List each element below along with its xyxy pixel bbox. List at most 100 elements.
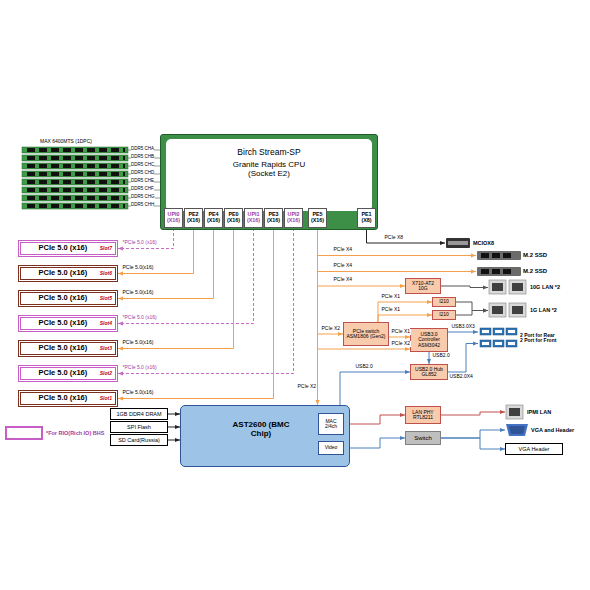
node-text: M.2 SSD xyxy=(523,252,547,259)
dimm-chips xyxy=(25,179,125,185)
rj45-body xyxy=(509,280,526,294)
dimm-module xyxy=(22,163,128,169)
dimm-chips xyxy=(25,155,125,161)
dimm-module xyxy=(22,195,128,201)
node-text: PCIe 5.0 (x16) xyxy=(29,244,97,252)
connector xyxy=(441,430,505,438)
ssd-chip xyxy=(492,253,500,258)
connector-pins xyxy=(448,241,468,245)
rj45-socket xyxy=(512,306,523,314)
signal-label: DDR5 CHH xyxy=(131,203,154,208)
connector xyxy=(118,228,174,249)
connector xyxy=(317,228,318,405)
usb-tongue xyxy=(495,330,502,333)
dimm-module xyxy=(22,155,128,161)
text-block: AST2600 (BMC Chip) xyxy=(221,421,301,439)
connector xyxy=(389,337,410,338)
switch-box: Switch xyxy=(405,431,441,445)
ssd-chip xyxy=(503,269,511,274)
node-text: AST2600 (BMC Chip) xyxy=(230,421,292,439)
edge-label: PCIe X1 xyxy=(381,307,401,313)
node-text: IPMI LAN xyxy=(527,409,551,415)
usb-port xyxy=(506,328,517,335)
vga-icon xyxy=(506,424,528,436)
edge-label: PCIe 5.0(x16) xyxy=(122,340,154,346)
node-text: Slot5 xyxy=(100,296,112,302)
connector-node: M.2 SSD xyxy=(476,266,547,277)
m2-ssd-icons xyxy=(477,251,521,276)
node-text: Slot3 xyxy=(100,346,112,352)
node-text: Granite Rapids CPU (Socket E2) xyxy=(221,161,317,179)
vga-face xyxy=(509,426,525,434)
edge-label: PCIe X1 xyxy=(381,294,401,300)
port-box: UPI1 (X16) xyxy=(244,208,263,228)
port-box: PE1 (X8) xyxy=(357,208,376,228)
dimm-module xyxy=(22,203,128,209)
node-text: 10G LAN *2 xyxy=(530,284,560,290)
usb-tongue xyxy=(482,330,489,333)
usb-tongue xyxy=(495,342,502,345)
chip-box: USB2.0 Hub GL852 xyxy=(410,364,448,380)
node-text: Slot4 xyxy=(100,321,112,327)
edge-label: PCIe X2 xyxy=(391,341,411,347)
node-text: UPI1 (X16) xyxy=(245,212,262,224)
edge-label: USB2.0X4 xyxy=(449,374,473,380)
rj45-body xyxy=(509,303,526,317)
dimm-chips xyxy=(25,195,125,201)
rj45-body xyxy=(489,303,506,317)
rj45-body xyxy=(506,405,523,419)
node-text: 2 Port for Front xyxy=(520,338,556,344)
usb-tongue xyxy=(508,342,515,345)
vga-shell xyxy=(506,424,528,436)
connector-node: 1G LAN *2 xyxy=(488,302,557,319)
signal-label: DDR5 CHF xyxy=(131,187,154,192)
signal-label: DDR5 CHD xyxy=(131,171,154,176)
node-text: Slot6 xyxy=(100,271,112,277)
rj45-body xyxy=(489,280,506,294)
dimm-module xyxy=(22,171,128,177)
node-text: PE1 (X8) xyxy=(358,212,375,224)
connector xyxy=(318,228,477,272)
connector xyxy=(378,315,432,322)
usb-port xyxy=(480,340,491,347)
node-text: M.2 SSD xyxy=(523,268,547,275)
memory-box: VGA Header xyxy=(505,443,563,455)
ddr-wires xyxy=(128,150,160,206)
port-box: PE3 (X16) xyxy=(264,208,283,228)
connector xyxy=(168,427,180,428)
node-text: PCIe 5.0 (x16) xyxy=(29,319,97,327)
port-box: UPI0 (X16) xyxy=(164,208,183,228)
node-text: PCIe 5.0 (x16) xyxy=(29,294,97,302)
dimm-module xyxy=(22,187,128,193)
node-text: Switch xyxy=(406,435,440,442)
rj45-socket xyxy=(512,283,523,291)
pcie-slot: PCIe 5.0 (x16)Slot5 xyxy=(18,290,118,307)
connector xyxy=(168,414,180,415)
mcio-connector xyxy=(446,238,470,248)
memory-box: SPI Flash xyxy=(110,421,168,433)
dimm-module xyxy=(22,147,128,153)
node-text: Slot7 xyxy=(100,246,112,252)
connector-node: 10G LAN *2 xyxy=(488,279,560,296)
pcie-slot: PCIe 5.0 (x16)Slot4 xyxy=(18,315,118,332)
dimm-chips xyxy=(25,171,125,177)
connector xyxy=(118,228,294,374)
node-text: PE5 (X16) xyxy=(309,212,326,224)
connector xyxy=(344,438,405,448)
edge-label: USB3.0X3 xyxy=(451,324,475,330)
edge-label: *PCIe 5.0 (x16) xyxy=(122,315,157,321)
node-text: PCIe switch ASM1806 (Gen2) xyxy=(345,329,387,340)
chip-box: I210 xyxy=(432,310,456,320)
connector xyxy=(367,228,446,243)
rj45-socket xyxy=(492,306,503,314)
node-text: Slot1 xyxy=(100,396,112,402)
node-text: MAC 2/4ch xyxy=(319,419,343,430)
edge-label: PCIe X2 xyxy=(297,384,317,390)
pcie-slot: PCIe 5.0 (x16)Slot2 xyxy=(18,365,118,382)
connector xyxy=(441,412,505,415)
node-text: Slot2 xyxy=(100,371,112,377)
legend-swatch xyxy=(5,426,43,440)
connector xyxy=(378,302,432,322)
connector-body xyxy=(446,238,470,248)
ssd-chip xyxy=(481,269,489,274)
